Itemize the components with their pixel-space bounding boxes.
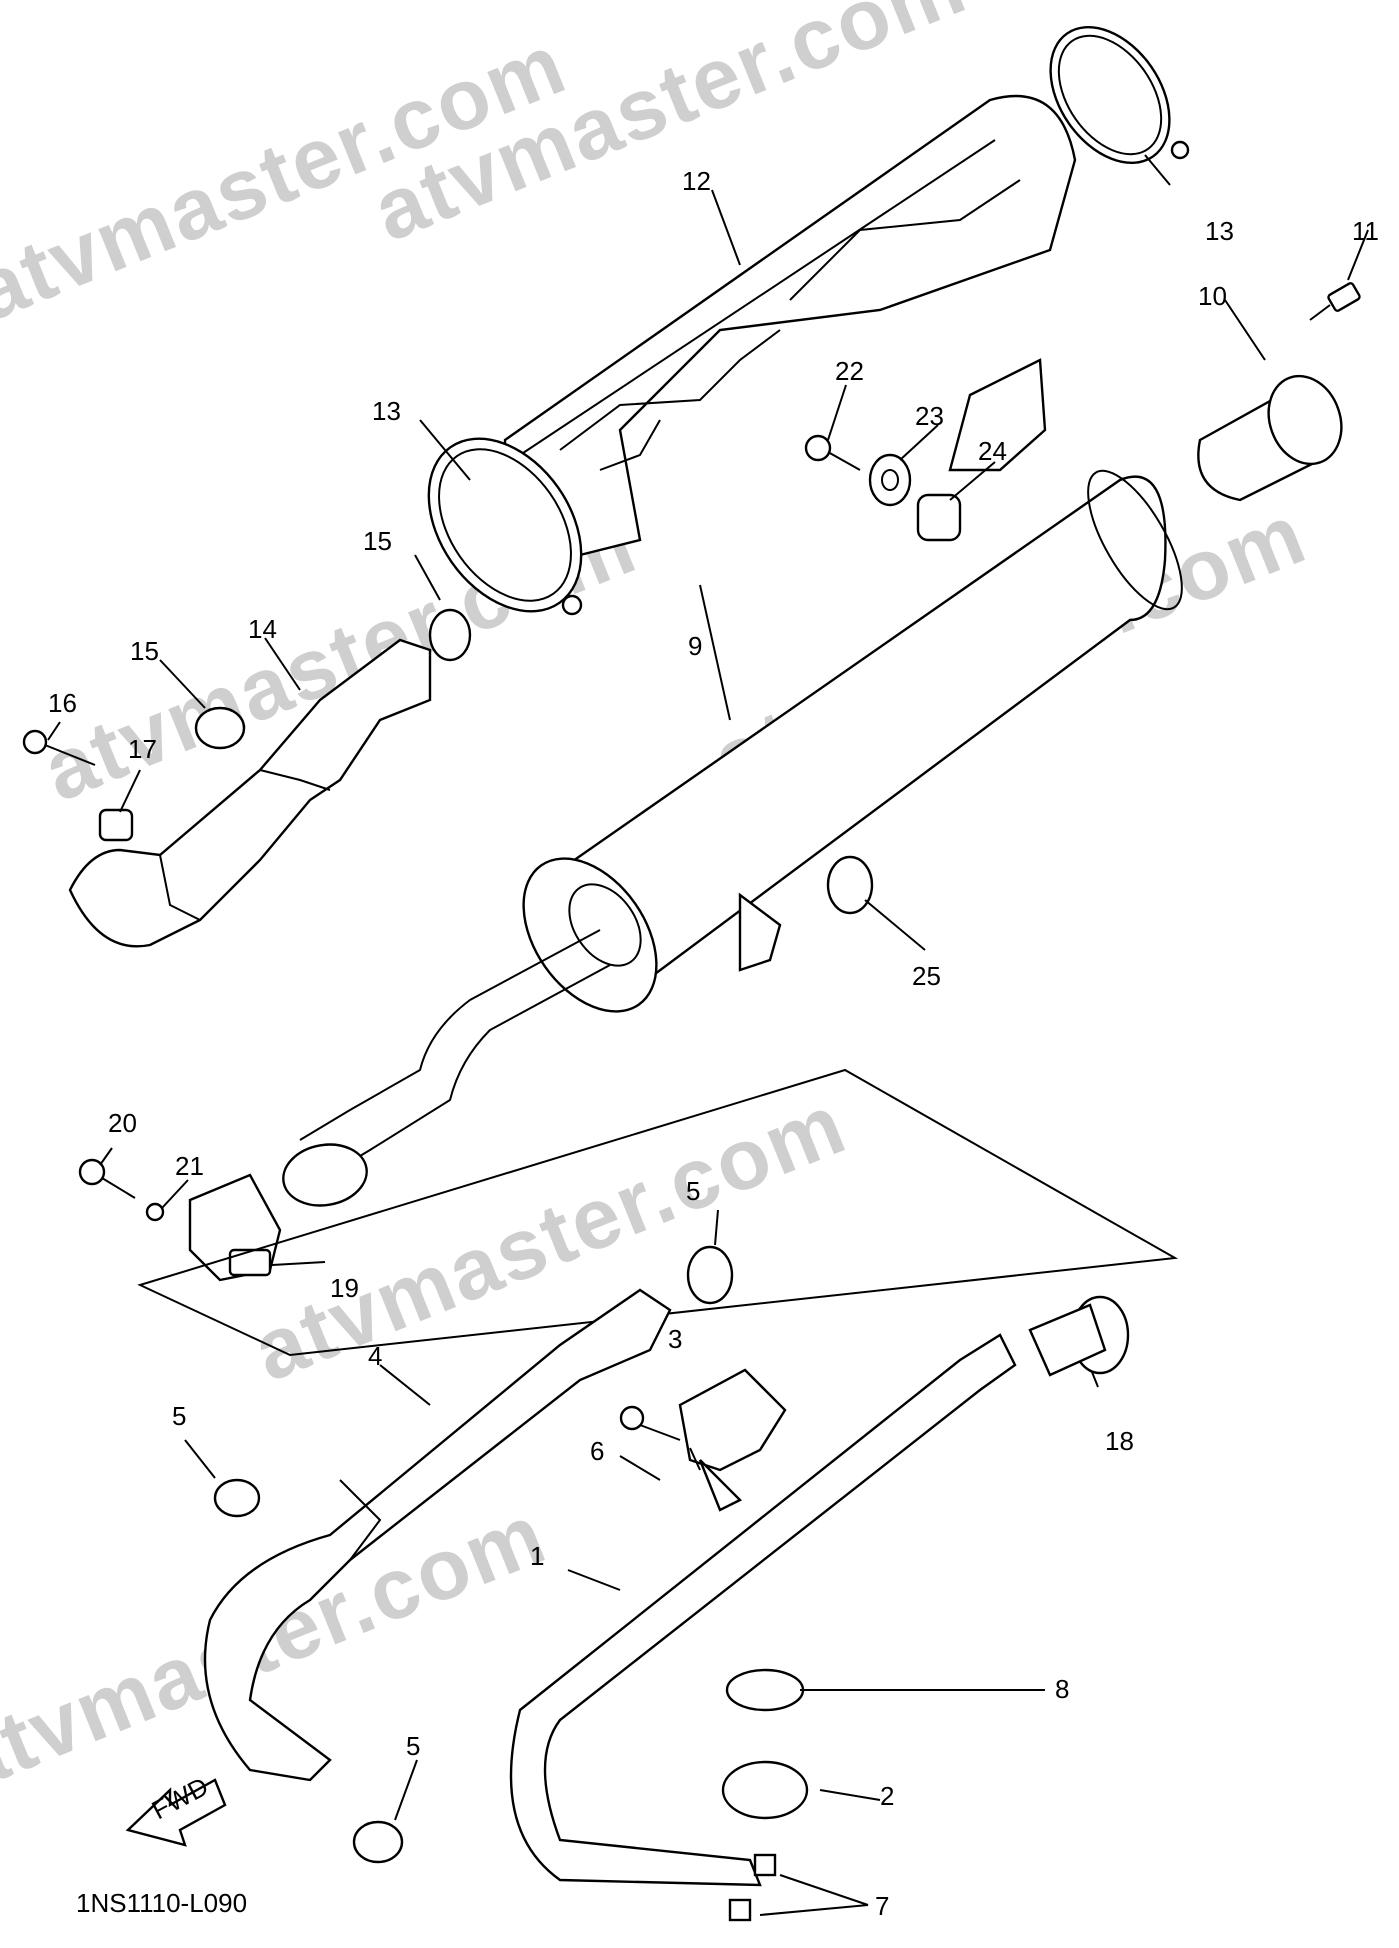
- part-5-clamp[interactable]: [213, 1245, 734, 1864]
- callout-1: 1: [530, 1541, 544, 1571]
- part-2-flange[interactable]: [721, 1760, 809, 1820]
- callout-13a: 13: [372, 396, 401, 426]
- leader-lines: [47, 154, 1369, 1916]
- part-13-clamp-band-left[interactable]: [397, 410, 612, 640]
- callout-10: 10: [1198, 281, 1227, 311]
- part-8-gasket[interactable]: [725, 1668, 805, 1712]
- callout-9: 9: [688, 631, 702, 661]
- callout-11: 11: [1352, 216, 1379, 246]
- callout-23: 23: [915, 401, 944, 431]
- callout-6: 6: [590, 1436, 604, 1466]
- part-17-collar[interactable]: [98, 808, 134, 842]
- callout-5a: 5: [686, 1176, 700, 1206]
- forward-arrow-icon: FWD: [125, 1771, 227, 1847]
- callout-8: 8: [1055, 1674, 1069, 1704]
- part-21-washer[interactable]: [145, 1202, 165, 1222]
- part-24-collar[interactable]: [916, 493, 962, 542]
- muffler-inlet-pipe: [282, 929, 611, 1207]
- callout-25: 25: [912, 961, 941, 991]
- part-14-exhaust-pipe[interactable]: [68, 638, 432, 948]
- callout-2: 2: [880, 1781, 894, 1811]
- part-12-heat-protector[interactable]: [503, 94, 1077, 562]
- callout-15a: 15: [363, 526, 392, 556]
- assembly-outline: [137, 1068, 1179, 1357]
- part-15-clamp-small[interactable]: [194, 608, 472, 750]
- part-16-bolt[interactable]: [22, 729, 96, 766]
- callout-4: 4: [368, 1341, 382, 1371]
- part-22-bolt[interactable]: [804, 434, 861, 471]
- callout-24: 24: [978, 436, 1007, 466]
- callout-5b: 5: [172, 1401, 186, 1431]
- callout-18: 18: [1105, 1426, 1134, 1456]
- part-11-screw[interactable]: [1309, 282, 1361, 321]
- part-19-joint-clamp[interactable]: [188, 1173, 282, 1282]
- part-1-exhaust-pipe-rear[interactable]: [509, 1295, 1130, 1887]
- part-18-gasket[interactable]: [1028, 1303, 1107, 1377]
- callout-14: 14: [248, 614, 277, 644]
- part-3-bracket[interactable]: [678, 1368, 787, 1512]
- callout-labels: 1 2 3 4 5 5 5 6 7 8 9 10 11 12 13 13 14 …: [48, 166, 1379, 1921]
- callout-17: 17: [128, 734, 157, 764]
- callout-15b: 15: [130, 636, 159, 666]
- part-23-washer[interactable]: [868, 453, 912, 507]
- callout-19: 19: [330, 1273, 359, 1303]
- callout-12: 12: [682, 166, 711, 196]
- callout-13b: 13: [1205, 216, 1234, 246]
- callout-16: 16: [48, 688, 77, 718]
- part-9-muffler[interactable]: [496, 358, 1200, 1036]
- callout-3: 3: [668, 1324, 682, 1354]
- callout-21: 21: [175, 1151, 204, 1181]
- part-4-exhaust-pipe-front[interactable]: [203, 1288, 672, 1782]
- part-7-nuts[interactable]: [728, 1853, 777, 1922]
- part-10-spark-arrester[interactable]: [1197, 366, 1353, 502]
- callout-22: 22: [835, 356, 864, 386]
- part-13-clamp-band-right[interactable]: [1026, 5, 1194, 185]
- callout-7: 7: [875, 1891, 889, 1921]
- callout-5c: 5: [406, 1731, 420, 1761]
- part-25-grommet[interactable]: [826, 855, 874, 915]
- part-20-bolt[interactable]: [78, 1158, 136, 1199]
- diagram-code: 1NS1110-L090: [76, 1888, 248, 1918]
- callout-20: 20: [108, 1108, 137, 1138]
- part-6-bolt[interactable]: [619, 1405, 681, 1441]
